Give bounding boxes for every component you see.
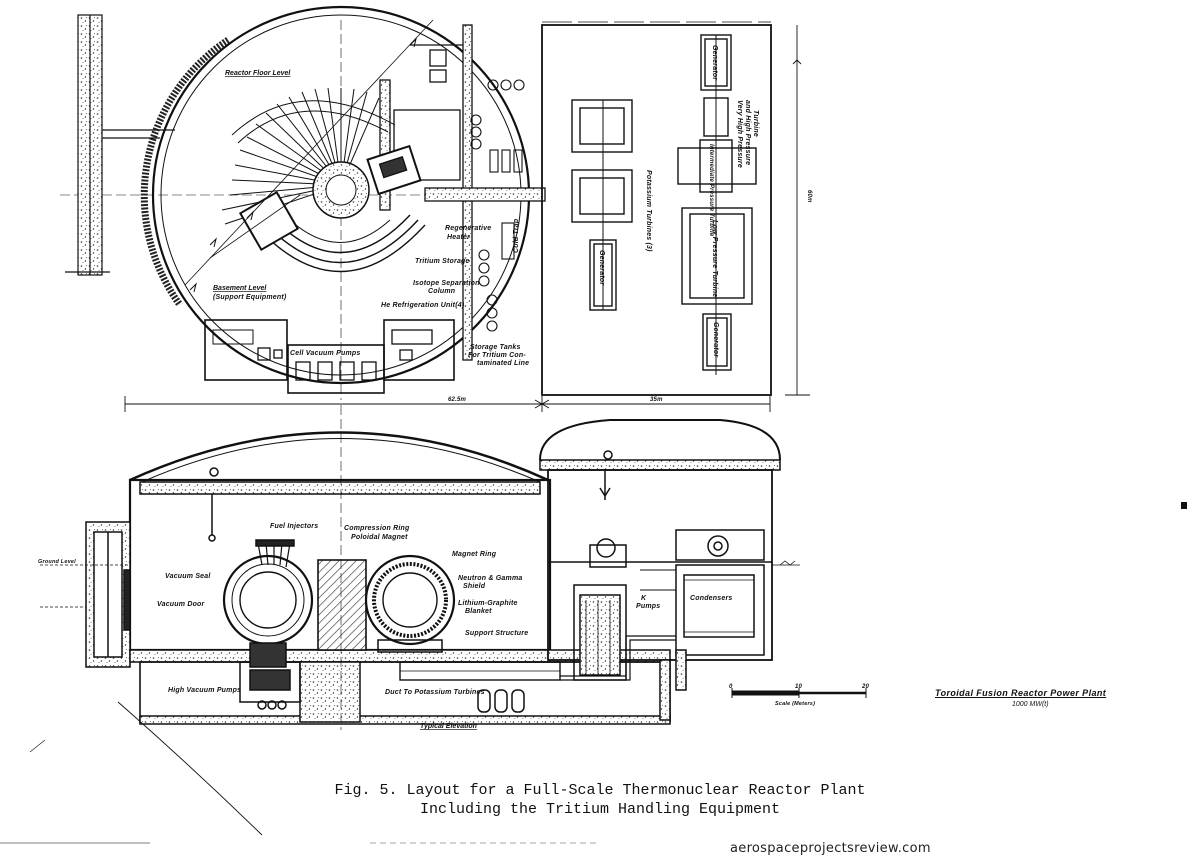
scale-tick-20: 20 [861,684,870,690]
central-poloidal-magnet [317,559,367,651]
containment-wall-hatched [140,37,230,308]
label-neutron-shield-1: Neutron & Gamma [458,575,522,582]
blanket-arc-3 [254,224,426,272]
vacuum-pump-2 [267,700,277,710]
label-cell-vacuum-pumps: Cell Vacuum Pumps [290,350,360,357]
vhp-turbine [703,97,729,137]
label-reactor-floor-level: Reactor Floor Level [225,70,291,77]
plan-left-structure [65,14,175,276]
left-annex [85,521,131,668]
plant-rating: 1000 MW(t) [1012,701,1049,708]
label-duct: Duct To Potassium Turbines [385,689,485,696]
figure-caption-line-1: Fig. 5. Layout for a Full-Scale Thermonu… [334,782,866,799]
reactor-torus-right [364,554,561,681]
label-support-structure: Support Structure [465,630,528,637]
source-watermark: aerospaceprojectsreview.com [730,841,931,856]
storage-tanks-plan [470,79,525,332]
label-magnet-ring: Magnet Ring [452,551,497,558]
label-typical-elevation: Typical Elevation [420,723,477,730]
scale-tick-0: 0 [729,684,733,690]
label-vhp-1: Very High Pressure [736,100,743,168]
diagonal-guide-2 [184,19,434,286]
figure-caption-line-2: Including the Tritium Handling Equipment [419,801,781,818]
label-vhp-2: and High Pressure [744,100,751,165]
label-tritium-storage: Tritium Storage [415,258,470,265]
vacuum-door [123,569,131,631]
label-isotope-1: Isotope Separation [413,280,480,287]
label-storage-tanks-3: taminated Line [477,360,529,367]
diagonal-arrows [189,37,417,293]
scale-bar [731,688,867,698]
plant-title: Toroidal Fusion Reactor Power Plant [935,688,1107,698]
label-fuel-injectors: Fuel Injectors [270,523,318,530]
k-pump-unit [573,538,627,681]
basement-equipment-room-center [287,344,385,394]
label-isotope-2: Column [428,288,455,295]
turbine-hall-plan [541,21,810,396]
dimension-62-5m: 62.5m [448,397,466,403]
label-regenerative-1: Regenerative [445,225,491,232]
turbine-hall-roof [539,419,781,461]
label-potassium-turbines: Potassium Turbines (3) [645,170,652,252]
steam-generator-bottom [702,313,732,371]
turbine-hall-outline [541,24,772,396]
label-neutron-shield-2: Shield [463,583,486,590]
dimension-35m: 35m [650,397,663,403]
basement-equipment-room-left [204,319,288,381]
vacuum-pump-3 [277,700,287,710]
label-vhp-3: Turbine [752,110,759,137]
label-intermediate-pressure: Intermediate Pressure Turbine [708,144,714,237]
width-dimension-lines [124,396,771,412]
scale-tick-10: 10 [795,684,803,690]
label-storage-tanks-1: Storage Tanks [470,344,521,351]
reactor-torus-left [222,539,314,668]
blanket-arc-4 [289,219,391,243]
label-he-refrigeration: He Refrigeration Unit(4) [381,302,465,309]
label-regenerative-2: Heater [447,234,471,241]
dimension-60m: 60m [806,190,812,203]
label-lithium-blanket-2: Blanket [465,608,492,615]
ip-turbine [677,147,757,185]
vacuum-pump-1 [257,700,267,710]
label-generator-left: Generator [598,250,605,286]
label-k-pumps-2: Pumps [636,603,660,610]
label-generator-bottom: Generator [712,322,719,358]
label-lithium-blanket-1: Lithium-Graphite [458,600,518,607]
scale-label: Scale (Meters) [775,701,815,707]
steam-generator-top [700,34,732,91]
label-storage-tanks-2: For Tritium Con- [468,352,526,359]
label-cold-trap: Cold Trap [513,218,520,253]
reactor-dome [129,431,549,482]
label-generator-top: Generator [711,45,718,81]
label-condensers: Condensers [690,595,732,602]
basement-equipment-room-right [383,319,455,381]
lp-turbine [681,207,753,305]
label-compression-ring: Compression Ring [344,525,410,532]
potassium-turbine-1 [571,99,633,153]
label-k-pumps-1: K [641,595,647,602]
label-low-pressure: Low Pressure Turbine [711,220,718,297]
plan-partition-walls [379,24,546,361]
potassium-turbine-2 [571,169,633,223]
label-ground-level: Ground Level [38,559,76,565]
magnet-module-left [238,190,300,252]
label-vacuum-seal: Vacuum Seal [165,573,211,580]
label-high-vacuum-pumps: High Vacuum Pumps [168,687,241,694]
label-basement-level: Basement Level [213,285,267,292]
reactor-fan-magnets [221,87,396,225]
label-poloidal-magnet: Poloidal Magnet [351,534,408,541]
condenser-unit [640,529,765,656]
diagonal-guide-1 [209,194,301,259]
reactor-plan-view [60,5,546,400]
scan-mark [1181,502,1187,509]
label-vacuum-door: Vacuum Door [157,601,206,608]
turbine-hall-elevation [539,419,800,721]
label-support-equipment: (Support Equipment) [213,294,287,301]
reactor-elevation-view [29,405,671,836]
potassium-generator [589,239,617,311]
